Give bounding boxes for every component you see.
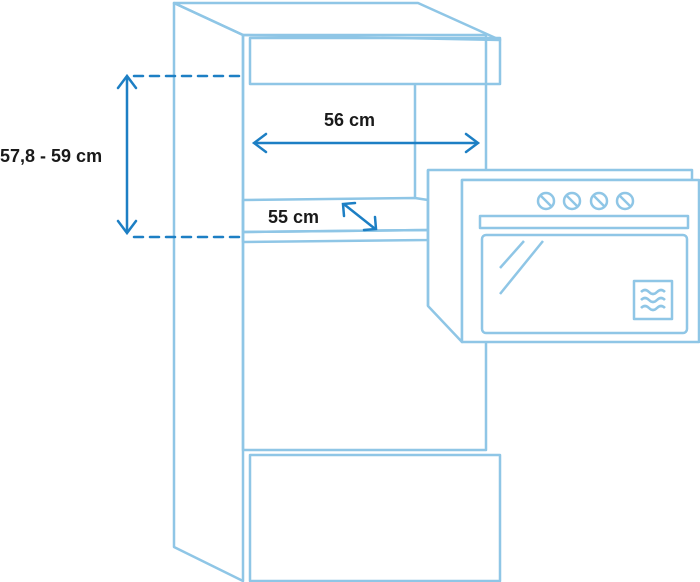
width-dimension <box>251 132 481 154</box>
height-label: 57,8 - 59 cm <box>0 146 102 166</box>
width-arrow-head-left <box>251 132 268 154</box>
knob-icon-mark <box>540 195 552 207</box>
door-reflection <box>499 240 544 295</box>
oven <box>426 168 700 344</box>
cabinet-side-panel <box>172 1 245 582</box>
depth-arrow-head-bottom <box>362 215 378 232</box>
bottom-drawer <box>248 453 502 582</box>
knob-icon-mark <box>566 195 578 207</box>
height-arrow-head-top <box>116 73 138 90</box>
oven-knobs <box>536 191 635 211</box>
width-label: 56 cm <box>324 110 375 130</box>
niche-shelf-front <box>241 228 430 244</box>
width-arrow-head-right <box>464 132 481 154</box>
depth-arrow-head-top <box>341 201 357 218</box>
depth-arrow-shaft <box>343 203 376 230</box>
height-arrow-head-bottom <box>116 219 138 236</box>
cabinet <box>172 1 502 582</box>
oven-front <box>460 178 700 344</box>
depth-dimension <box>341 201 378 232</box>
door-reflection <box>499 240 525 269</box>
top-shelf-board <box>248 36 502 86</box>
oven-door <box>480 233 689 335</box>
depth-label: 55 cm <box>268 207 319 227</box>
oven-control-panel <box>478 214 690 230</box>
height-dimension <box>116 73 245 239</box>
knob-icon-mark <box>619 195 631 207</box>
wave-lines-icon <box>632 279 674 321</box>
knob-icon-mark <box>593 195 605 207</box>
